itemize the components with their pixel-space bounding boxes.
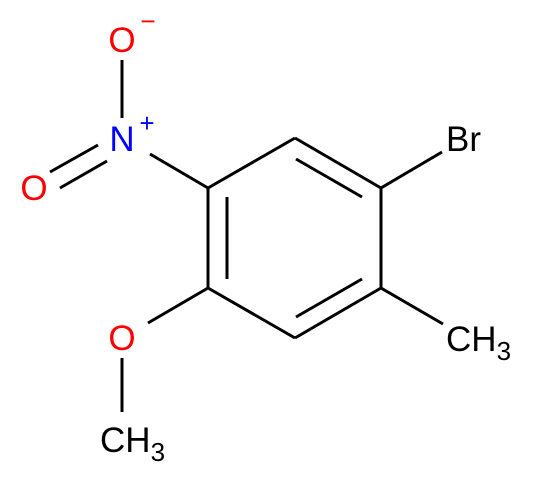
bromine-symbol: Br — [446, 120, 481, 159]
bond-to-methyl — [380, 286, 444, 326]
bond-to-nitro-nitrogen — [149, 152, 209, 190]
methyl-bottom-symbol: CH — [100, 421, 151, 460]
ring-bond-top-right — [294, 136, 382, 190]
nitro-oxygen-left-label: O — [20, 169, 47, 208]
nitro-nitrogen-label: N — [109, 120, 134, 159]
nitro-nitrogen-symbol: N — [109, 120, 134, 159]
ring-bond-bottom-right — [294, 286, 382, 340]
methyl-right-symbol: CH — [446, 320, 497, 359]
nitro-oxygen-left-symbol: O — [20, 169, 47, 208]
bromine-label: Br — [446, 120, 481, 159]
ring-bond-top-left — [207, 136, 296, 190]
nitro-oxygen-top-label: O — [108, 21, 135, 60]
methyl-bottom-label: CH3 — [100, 421, 165, 467]
nitro-oxygen-top-symbol: O — [108, 21, 135, 60]
nitro-oxygen-top-charge: − — [140, 6, 155, 36]
bond-to-bromine — [380, 150, 443, 190]
nitro-nitrogen-charge: + — [139, 108, 154, 138]
methoxy-oxygen-symbol: O — [108, 319, 135, 358]
bond-nitrogen-to-oxygen-left-b — [59, 159, 108, 190]
bond-to-methoxy-oxygen — [147, 286, 209, 325]
ring-bond-bottom-right-inner — [295, 277, 363, 319]
methyl-right-label: CH3 — [446, 320, 511, 366]
methyl-bottom-subscript: 3 — [151, 437, 165, 467]
ring-bond-bottom-left — [207, 286, 296, 340]
bond-nitrogen-to-oxygen-left-a — [49, 143, 99, 174]
ring-bond-top-right-inner — [295, 157, 363, 199]
methyl-right-subscript: 3 — [497, 336, 511, 366]
benzene-ring — [206, 136, 383, 340]
methoxy-oxygen-label: O — [108, 319, 135, 358]
